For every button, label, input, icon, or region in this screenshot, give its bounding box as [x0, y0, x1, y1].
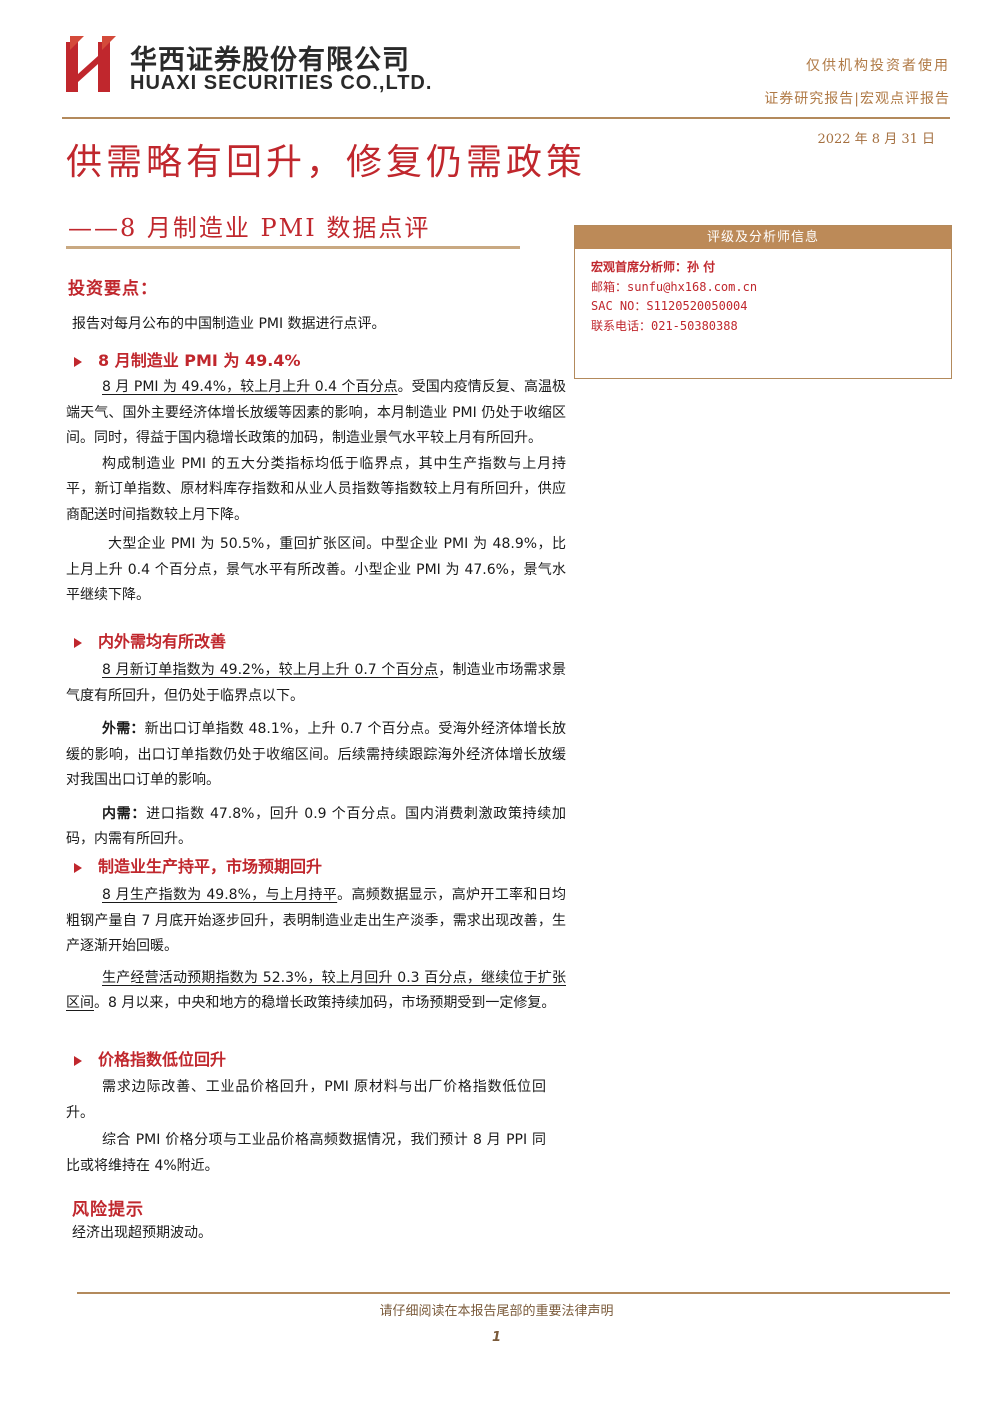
highlight-text: 8 月生产指数为 49.8%，与上月持平 [102, 887, 338, 903]
report-date: 2022 年 8 月 31 日 [817, 132, 935, 147]
paragraph-text: 进口指数 47.8%，回升 0.9 个百分点。国内消费刺激政策持续加码，内需有所… [66, 805, 566, 848]
legal-notice: 请仔细阅读在本报告尾部的重要法律声明 [379, 1304, 614, 1319]
highlight-text: 生产经营活动预期指数为 52.3%，较上月回升 0.3 百分点，继续位于扩张区间 [66, 969, 566, 1012]
triangle-bullet-icon [74, 862, 82, 873]
analyst-sac: SAC NO：S1120520050004 [591, 299, 748, 313]
analyst-box-heading: 评级及分析师信息 [575, 226, 951, 249]
subtitle-divider [66, 246, 520, 249]
section-4-body: 需求边际改善、工业品价格回升，PMI 原材料与出厂价格指数低位回升。 综合 PM… [66, 1075, 546, 1179]
company-name-cn: 华西证券股份有限公司 [130, 45, 410, 76]
risk-text: 经济出现超预期波动。 [72, 1225, 212, 1241]
section-2-body: 8 月新订单指数为 49.2%，较上月上升 0.7 个百分点，制造业市场需求景气… [66, 658, 566, 853]
section-4-title: 价格指数低位回升 [98, 1050, 227, 1069]
report-type: 证券研究报告|宏观点评报告 [764, 91, 950, 107]
header-divider [62, 117, 950, 119]
intro-text: 报告对每月公布的中国制造业 PMI 数据进行点评。 [72, 316, 386, 332]
section-heading: 价格指数低位回升 [74, 1046, 226, 1070]
highlight-text: 8 月新订单指数为 49.2%，较上月上升 0.7 个百分点 [102, 662, 439, 678]
company-name-en: HUAXI SECURITIES CO.,LTD. [130, 72, 433, 94]
section-3-title: 制造业生产持平，市场预期回升 [98, 857, 323, 876]
analyst-email[interactable]: 邮箱：sunfu@hx168.com.cn [591, 280, 758, 294]
section-2-title: 内外需均有所改善 [98, 632, 227, 651]
paragraph-text: 。8 月以来，中央和地方的稳增长政策持续加码，市场预期受到一定修复。 [94, 995, 556, 1011]
company-logo [66, 36, 116, 92]
label-domestic-demand: 内需： [102, 805, 147, 822]
section-1-title: 8 月制造业 PMI 为 49.4% [98, 351, 301, 370]
paragraph-text: 新出口订单指数 48.1%，上升 0.7 个百分点。受海外经济体增长放缓的影响，… [66, 721, 566, 788]
footer-divider [77, 1292, 950, 1294]
key-points-title: 投资要点： [68, 279, 158, 299]
section-heading: 制造业生产持平，市场预期回升 [74, 853, 322, 877]
paragraph: 综合 PMI 价格分项与工业品价格高频数据情况，我们预计 8 月 PPI 同比或… [66, 1132, 546, 1174]
analyst-name: 宏观首席分析师：孙 付 [591, 260, 716, 274]
triangle-bullet-icon [74, 637, 82, 648]
triangle-bullet-icon [74, 356, 82, 367]
section-3-body: 8 月生产指数为 49.8%，与上月持平。高频数据显示，高炉开工率和日均粗钢产量… [66, 883, 566, 1017]
highlight-text: 8 月 PMI 为 49.4%，较上月上升 0.4 个百分点 [102, 379, 398, 395]
paragraph-text: ，制造业市场需求景气度有所回升，但仍处于临界点以下。 [66, 662, 566, 704]
section-heading: 8 月制造业 PMI 为 49.4% [74, 347, 301, 371]
label-external-demand: 外需： [102, 721, 145, 737]
audience-note: 仅供机构投资者使用 [806, 58, 950, 74]
page-number: 1 [491, 1330, 502, 1345]
report-title: 供需略有回升，修复仍需政策 [66, 142, 587, 183]
analyst-info-box: 评级及分析师信息 宏观首席分析师：孙 付 邮箱：sunfu@hx168.com.… [574, 225, 952, 379]
analyst-phone: 联系电话：021-50380388 [591, 319, 738, 333]
paragraph-text: 。受国内疫情反复、高温极端天气、国外主要经济体增长放缓等因素的影响，本月制造业 … [66, 379, 567, 446]
risk-title: 风险提示 [72, 1200, 144, 1220]
paragraph: 大型企业 PMI 为 50.5%，重回扩张区间。中型企业 PMI 为 48.9%… [66, 536, 566, 603]
triangle-bullet-icon [74, 1055, 82, 1066]
section-1-body: 8 月 PMI 为 49.4%，较上月上升 0.4 个百分点。受国内疫情反复、高… [66, 375, 566, 609]
section-heading: 内外需均有所改善 [74, 628, 226, 652]
paragraph-text: 。高频数据显示，高炉开工率和日均粗钢产量自 7 月底开始逐步回升，表明制造业走出… [66, 887, 566, 954]
paragraph: 需求边际改善、工业品价格回升，PMI 原材料与出厂价格指数低位回升。 [66, 1079, 546, 1121]
report-subtitle: ——8 月制造业 PMI 数据点评 [68, 214, 431, 242]
paragraph: 构成制造业 PMI 的五大分类指标均低于临界点，其中生产指数与上月持平，新订单指… [66, 455, 566, 523]
